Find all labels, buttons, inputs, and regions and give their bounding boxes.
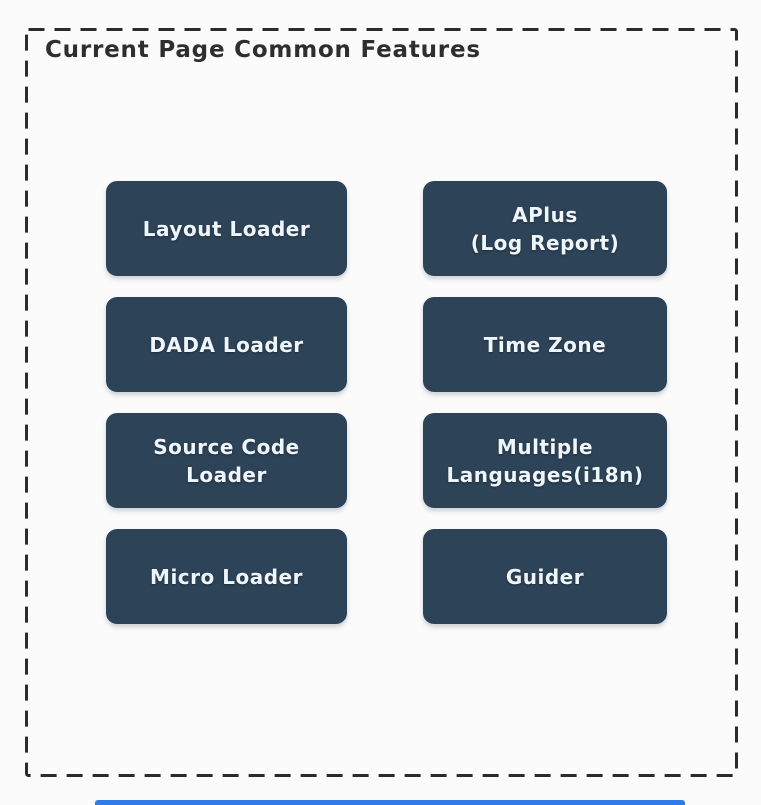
feature-box-source-code-loader: Source Code Loader — [106, 413, 347, 508]
feature-box-multiple-languages: Multiple Languages(i18n) — [423, 413, 667, 508]
diagram-title: Current Page Common Features — [45, 37, 481, 63]
bottom-accent-bar — [95, 800, 685, 805]
feature-box-micro-loader: Micro Loader — [106, 529, 347, 624]
feature-column-left: Layout Loader DADA Loader Source Code Lo… — [106, 181, 347, 624]
feature-grid: Layout Loader DADA Loader Source Code Lo… — [106, 181, 667, 624]
feature-box-time-zone: Time Zone — [423, 297, 667, 392]
dashed-border — [25, 28, 738, 777]
feature-box-guider: Guider — [423, 529, 667, 624]
feature-box-dada-loader: DADA Loader — [106, 297, 347, 392]
dashed-frame: Current Page Common Features Layout Load… — [25, 28, 738, 777]
feature-column-right: APlus (Log Report) Time Zone Multiple La… — [423, 181, 667, 624]
feature-box-layout-loader: Layout Loader — [106, 181, 347, 276]
feature-box-aplus-log-report: APlus (Log Report) — [423, 181, 667, 276]
